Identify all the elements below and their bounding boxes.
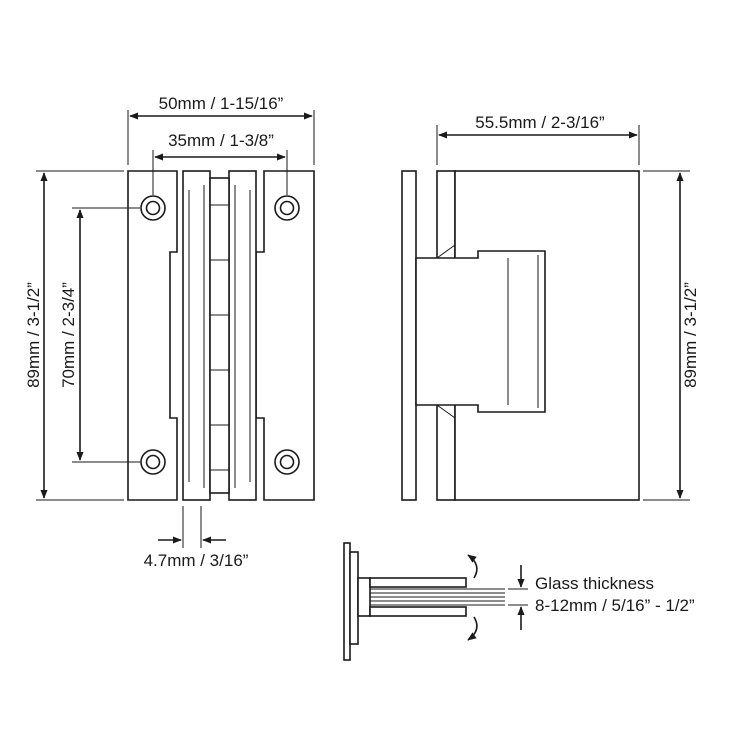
dim-width-holes: 35mm / 1-3/8” (168, 131, 274, 150)
screw-hole-top-left (140, 195, 166, 221)
left-plate (127, 170, 178, 501)
rotate-up-arrow-icon (467, 554, 478, 579)
front-view: 50mm / 1-15/16” 35mm / 1-3/8” 89mm / 3-1… (24, 94, 315, 570)
side-view: 55.5mm / 2-3/16” 89mm / 3-1/2” (401, 113, 700, 501)
dim-height-total: 89mm / 3-1/2” (24, 282, 43, 388)
right-plate (255, 170, 315, 501)
glass-thickness-label: Glass thickness (535, 574, 654, 593)
glass-panel-lines (370, 588, 505, 606)
dim-depth: 55.5mm / 2-3/16” (475, 113, 605, 132)
dim-side-height: 89mm / 3-1/2” (681, 282, 700, 388)
screw-hole-top-right (274, 195, 300, 221)
hinge-neck (415, 250, 546, 413)
glass-thickness-range: 8-12mm / 5/16” - 1/2” (535, 596, 695, 615)
glass-detail: Glass thickness 8-12mm / 5/16” - 1/2” (343, 542, 695, 661)
screw-hole-bottom-right (274, 449, 300, 475)
dim-width-outer: 50mm / 1-15/16” (159, 94, 284, 113)
detail-wall (343, 542, 351, 661)
dim-gap: 4.7mm / 3/16” (144, 551, 249, 570)
detail-plate (349, 551, 359, 645)
detail-clamp-block (357, 577, 371, 617)
left-knuckle-block (182, 170, 211, 501)
knuckle-column (209, 177, 230, 494)
wall-plate (401, 170, 417, 501)
detail-clamp-top (369, 577, 467, 588)
detail-clamp-bottom (369, 606, 467, 617)
screw-hole-bottom-left (140, 449, 166, 475)
right-knuckle-block (228, 170, 257, 501)
rotate-down-arrow-icon (467, 616, 478, 641)
dim-height-holes: 70mm / 2-3/4” (59, 282, 78, 388)
